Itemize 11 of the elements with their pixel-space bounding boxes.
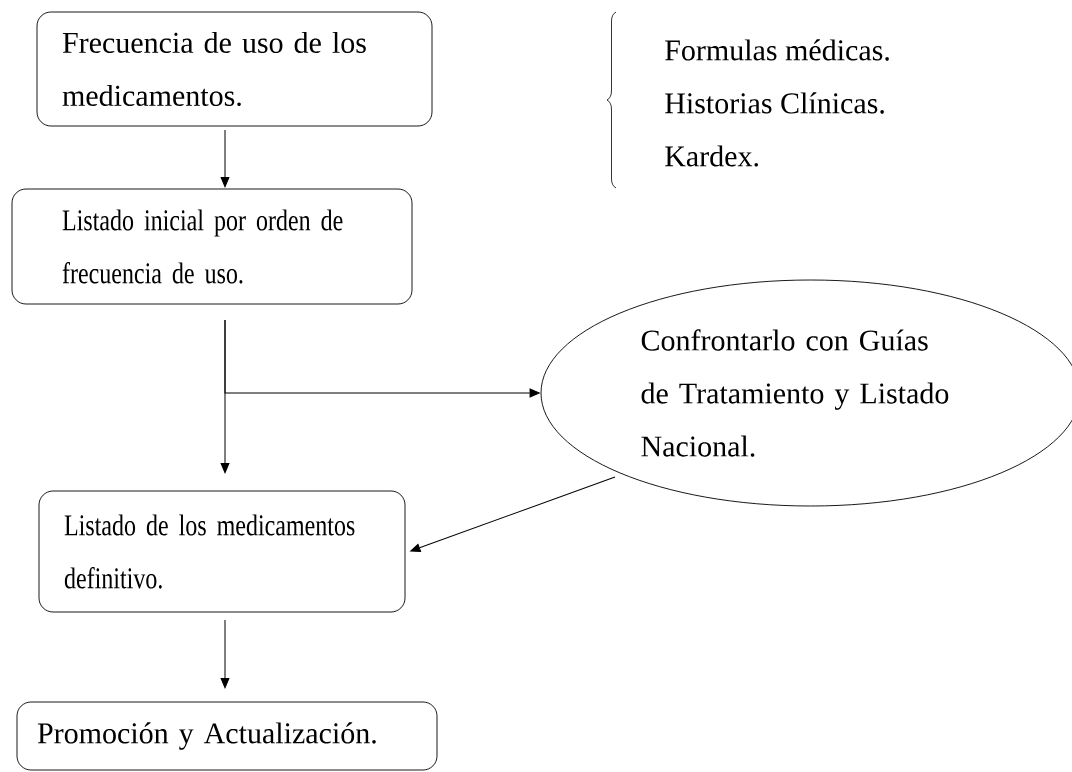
arrow: [220, 129, 230, 188]
arrow: [410, 476, 616, 553]
list-item: Kardex.: [665, 145, 758, 167]
process-box: Listado de los medicamentos definitivo.: [38, 490, 406, 613]
arrow: [220, 619, 230, 689]
list-item: Formulas médicas.: [665, 39, 889, 61]
arrow: [220, 319, 230, 474]
process-box: Listado inicial por orden de frecuencia de uso.: [11, 188, 413, 305]
process-box: Promoción y Actualización.: [16, 701, 438, 771]
process-box: Frecuencia de uso de los medicamentos.: [36, 11, 433, 127]
list-item: Historias Clínicas.: [665, 92, 884, 114]
